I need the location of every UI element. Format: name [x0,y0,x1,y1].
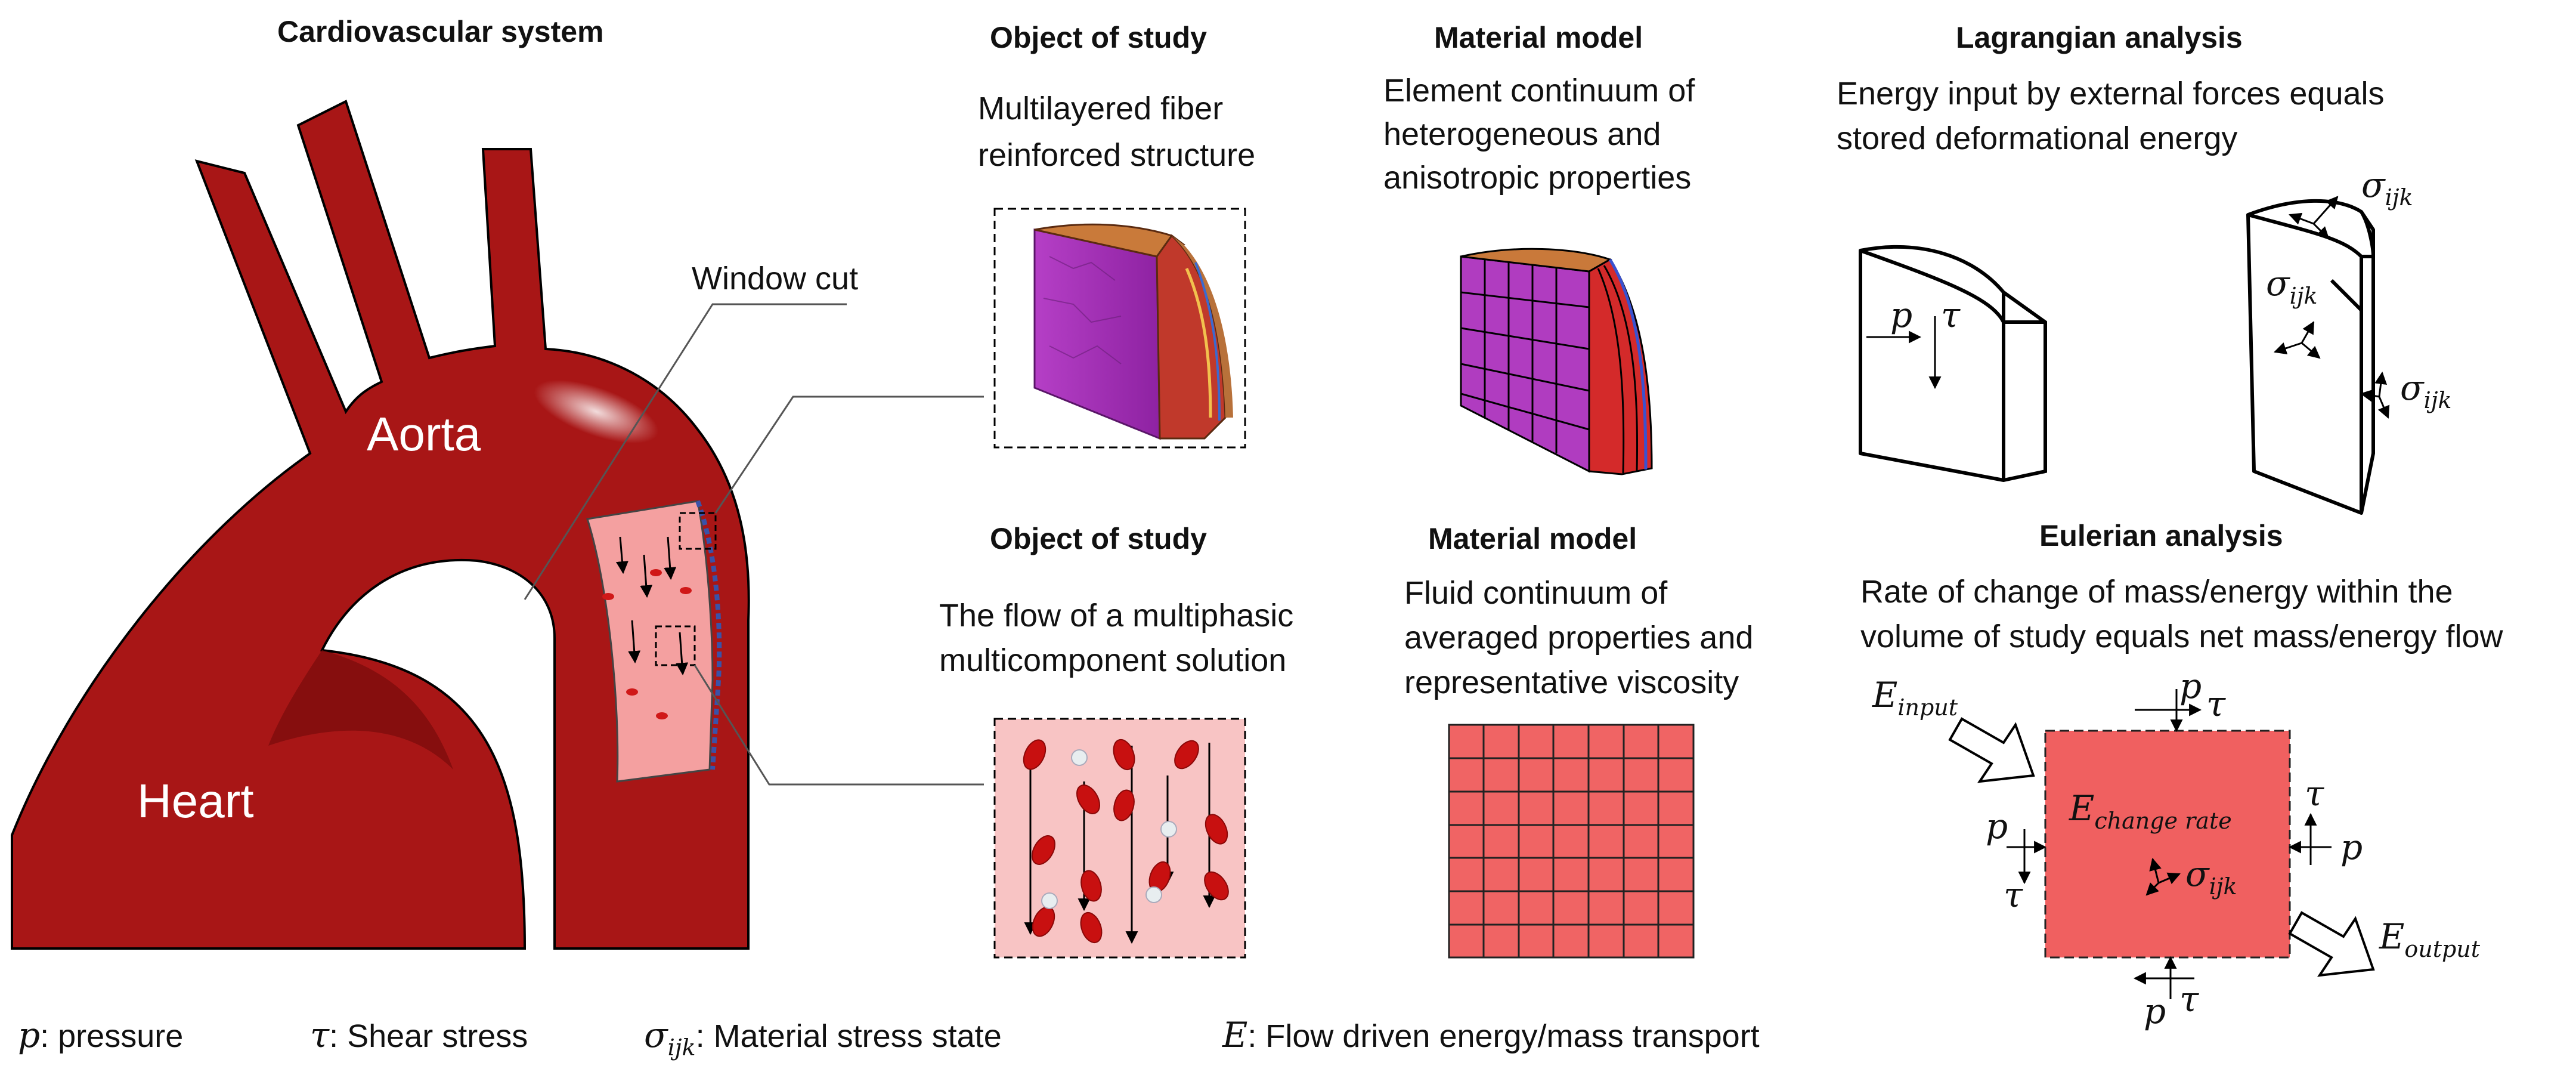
window-cut-cells [602,569,692,719]
legend-stress: σijk: Material stress state [644,1015,1002,1061]
desc-object-top: Multilayered fiber reinforced structure [978,91,1255,173]
tau-bottom: τ [2179,979,2199,1019]
zoom-box-wall [679,512,717,550]
e-output-label: Eoutput [2379,916,2481,962]
tau-left: τ [2004,875,2023,915]
wall-sample-panel [993,208,1246,449]
energy-output-arrow [2288,911,2375,977]
tau-top: τ [2206,684,2226,724]
sigma-label-center: σijk [2266,263,2318,309]
wall-fiber-yellow [1185,268,1212,418]
p-bottom: p [2144,991,2166,1031]
desc-lagrangian-line2: stored deformational energy [1837,121,2237,156]
heading-cardiovascular: Cardiovascular system [277,15,604,48]
heading-object-study-top: Object of study [990,21,1207,54]
mesh-purple-face [1460,255,1590,473]
flow-sample-panel [993,718,1246,959]
lagrangian-block-left: p τ [1859,245,2047,482]
p-left: p [1986,806,2008,846]
desc-material-top-line2: heterogeneous and [1383,116,1661,152]
desc-lagrangian-line1: Energy input by external forces equals [1837,76,2385,112]
p-top: p [2179,666,2202,706]
wbc-icon [1041,749,1177,909]
fluid-mesh [1448,724,1695,959]
stress-glyph-right [2360,371,2390,419]
wall-sample-outer [1172,236,1233,418]
stress-glyph-top [2289,196,2339,240]
sigma-label-right: σijk [2400,367,2452,413]
aorta-illustration: Aorta Heart [11,100,750,950]
window-cut-edge [695,500,722,770]
legend-energy: E: Flow driven energy/mass transport [1222,1015,1760,1055]
legend: p: pressure τ: Shear stress σijk: Materi… [18,1015,1760,1061]
lagrangian-block-right: σijk σijk σijk [2246,165,2452,515]
energy-input-arrow [1948,717,2035,783]
desc-eulerian-line1: Rate of change of mass/energy within the [1860,574,2453,610]
desc-eulerian-line2: volume of study equals net mass/energy f… [1860,619,2504,654]
desc-eulerian: Rate of change of mass/energy within the… [1860,574,2504,654]
wall-fiber-blue [1194,262,1221,421]
window-cut-arrows [615,536,689,676]
aorta-highlight [534,379,659,444]
legend-shear: τ: Shear stress [310,1015,528,1055]
heading-object-study-bottom: Object of study [990,522,1207,555]
legend-pressure: p: pressure [18,1015,183,1055]
mesh-model [1460,248,1653,475]
heart-shade [268,650,453,770]
heart-label: Heart [137,774,254,827]
desc-lagrangian: Energy input by external forces equals s… [1837,76,2385,156]
e-input-label: Einput [1872,675,1958,721]
heading-lagrangian: Lagrangian analysis [1956,21,2243,54]
desc-material-bottom-line2: averaged properties and [1404,620,1753,656]
tau-right: τ [2305,773,2324,814]
aorta-body [11,100,750,950]
desc-material-bottom-line3: representative viscosity [1404,665,1739,700]
heading-material-model-top: Material model [1434,21,1643,54]
heading-material-model-bottom: Material model [1428,522,1637,555]
window-cut-leader [524,303,847,600]
desc-material-bottom-line1: Fluid continuum of [1404,575,1668,611]
mesh-blue-layer [1608,258,1648,470]
wall-sample-layers [1156,234,1227,440]
control-volume-box [2044,730,2291,959]
sigma-label-cv: σijk [2185,854,2237,900]
window-cut-label: Window cut [692,261,858,296]
desc-material-top-line3: anisotropic properties [1383,160,1691,196]
p-right: p [2340,827,2363,867]
rbc-icon [1023,739,1229,944]
zoom-box-flow [655,625,696,666]
connector-lines [524,303,984,786]
shear-symbol-left: τ [1941,295,1961,335]
connector-to-wall [714,396,984,514]
sigma-label-top: σijk [2361,165,2413,211]
desc-material-top-line1: Element continuum of [1383,73,1695,109]
desc-object-bottom-line2: multicomponent solution [939,642,1286,678]
aorta-label: Aorta [367,407,481,461]
desc-material-top: Element continuum of heterogeneous and a… [1383,73,1695,196]
stress-glyph-center [2274,321,2321,359]
desc-object-top-line1: Multilayered fiber [978,91,1223,126]
wall-cell-pattern [1043,256,1122,364]
desc-object-bottom: The flow of a multiphasic multicomponent… [939,598,1293,678]
mesh-top-face [1460,248,1612,273]
desc-object-bottom-line1: The flow of a multiphasic [939,598,1293,634]
eulerian-control-volume: Einput Eoutput Echange rate p τ p τ p τ … [1872,666,2481,1031]
e-change-label: Echange rate [2069,788,2232,834]
stress-glyph-cv [2145,857,2181,896]
pressure-symbol-left: p [1890,295,1912,335]
desc-material-bottom: Fluid continuum of averaged properties a… [1404,575,1753,700]
connector-to-flow [693,665,984,786]
desc-object-top-line2: reinforced structure [978,137,1255,173]
mesh-grid-lines [1460,259,1639,474]
heading-eulerian: Eulerian analysis [2039,519,2283,552]
